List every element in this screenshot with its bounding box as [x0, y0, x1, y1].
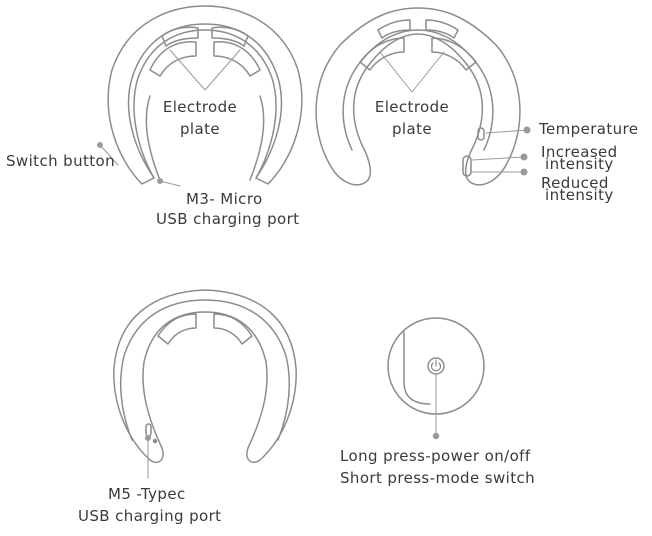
inner-band [342, 29, 494, 151]
neck-massager-front-view [107, 5, 303, 185]
device3-leaders [145, 435, 151, 479]
power-dot [432, 432, 440, 440]
device2-leaders [470, 126, 531, 176]
electrode-pad-left [359, 37, 405, 71]
temperature-button [477, 127, 485, 141]
electrode-callout-lines [169, 49, 241, 91]
reduced-dot [520, 168, 528, 176]
electrode-pad-left-2 [377, 19, 411, 39]
right-arm-inner-edge [249, 95, 265, 181]
device1-leaders [97, 142, 181, 187]
m3-label-1: M3- Micro [186, 190, 263, 208]
m5-label-2: USB charging port [78, 507, 222, 525]
electrode-right-label-2: plate [392, 120, 432, 138]
m5-label-1: M5 -Typec [108, 485, 186, 503]
typec-port [145, 423, 152, 437]
power-button-detail [387, 317, 485, 440]
reduced-label-1: Reduced [541, 174, 609, 192]
electrode-pad-left [157, 313, 197, 345]
electrode-pad-right [213, 40, 261, 77]
temperature-label: Temperature [539, 120, 639, 138]
increased-label-2: intensity [545, 155, 614, 173]
m3-dot [157, 178, 163, 184]
m5-dot [145, 435, 151, 441]
increased-leader [471, 156, 525, 161]
temperature-leader [485, 129, 528, 134]
electrode-pad-right [431, 37, 477, 71]
m3-label-2: USB charging port [156, 210, 300, 228]
switch-dot [97, 142, 103, 148]
m3-leader [159, 180, 181, 187]
power-icon [427, 357, 445, 375]
increased-label-1: Increased [541, 143, 618, 161]
neck-massager-m5-view [113, 289, 297, 464]
electrode-pad-right [213, 313, 253, 345]
left-arm-inner-edge [145, 95, 161, 181]
switch-button-label: Switch button [6, 152, 116, 170]
electrode-right-label-1: Electrode [374, 98, 450, 116]
electrode-pad-right-2 [211, 26, 249, 47]
inner-band [120, 299, 290, 441]
power-label-2: Short press-mode switch [340, 469, 536, 487]
reduced-label-2: intensity [545, 186, 614, 204]
inner-band [133, 29, 277, 179]
increased-dot [520, 153, 528, 161]
neck-massager-back-view [315, 7, 521, 186]
electrode-pad-right-2 [425, 19, 459, 39]
electrode-pad-left-2 [161, 26, 199, 47]
indicator-led [152, 438, 158, 444]
electrode-pad-left [149, 40, 197, 77]
outer-band [107, 5, 303, 185]
intensity-buttons [462, 155, 472, 177]
detail-housing-edge [403, 331, 431, 405]
temperature-dot [523, 126, 531, 134]
power-label-1: Long press-power on/off [340, 447, 531, 465]
outer-band [315, 7, 521, 186]
electrode-left-label-2: plate [180, 120, 220, 138]
outer-band [113, 289, 297, 464]
electrode-callout-lines [379, 51, 445, 93]
electrode-left-label-1: Electrode [162, 98, 238, 116]
switch-leader [99, 144, 119, 166]
